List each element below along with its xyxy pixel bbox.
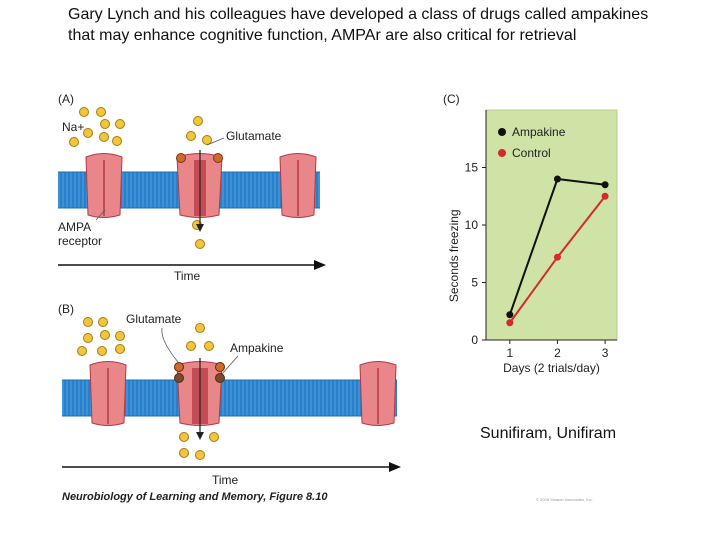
y-tick-label: 5: [471, 276, 478, 290]
receptor-a-left: [85, 153, 123, 218]
x-tick-label: 2: [554, 346, 561, 360]
data-point-ampakine: [553, 175, 561, 183]
receptor-label-line1: AMPA: [58, 220, 91, 234]
x-tick-label: 1: [506, 346, 513, 360]
panel-c-label: (C): [443, 92, 460, 106]
time-label-a: Time: [174, 269, 201, 283]
time-label-b: Time: [212, 473, 239, 487]
glutamate-label-a: Glutamate: [226, 129, 282, 143]
na-label: Na+: [62, 120, 84, 134]
data-point-ampakine: [601, 181, 609, 189]
y-axis-label: Seconds freezing: [447, 209, 461, 302]
receptor-label-line2: receptor: [58, 234, 102, 248]
copyright-notice: © 2008 Sinauer Associates, Inc.: [536, 497, 593, 502]
x-axis-label: Days (2 trials/day): [503, 361, 600, 375]
data-point-control: [553, 253, 561, 261]
sodium-ions-a: [69, 107, 212, 249]
data-point-control: [506, 319, 514, 327]
receptor-a-right: [279, 153, 317, 218]
figure-reference: Neurobiology of Learning and Memory, Fig…: [62, 491, 328, 503]
legend-marker-ampakine: [498, 128, 506, 136]
data-point-ampakine: [506, 311, 514, 319]
glutamate-label-b: Glutamate: [126, 312, 182, 326]
slide-title: Gary Lynch and his colleagues have devel…: [68, 6, 649, 44]
ampakine-label-b: Ampakine: [230, 341, 284, 355]
panel-a-label: (A): [58, 92, 74, 106]
y-tick-label: 15: [465, 161, 479, 175]
ampakine-bound-b: [174, 362, 225, 383]
legend-label-control: Control: [512, 146, 551, 160]
receptor-b-left: [89, 361, 127, 426]
y-tick-label: 10: [465, 218, 479, 232]
caption: Sunifiram, Unifiram: [480, 425, 617, 442]
legend-label-ampakine: Ampakine: [512, 125, 566, 139]
receptor-b-right: [359, 361, 397, 426]
x-tick-label: 3: [602, 346, 609, 360]
glutamate-dots-b: [77, 317, 219, 460]
plot-area: [485, 109, 618, 341]
glutamate-bound-a: [176, 153, 223, 163]
legend-marker-control: [498, 149, 506, 157]
panel-b-label: (B): [58, 302, 74, 316]
y-tick-label: 0: [471, 333, 478, 347]
data-point-control: [601, 192, 609, 200]
